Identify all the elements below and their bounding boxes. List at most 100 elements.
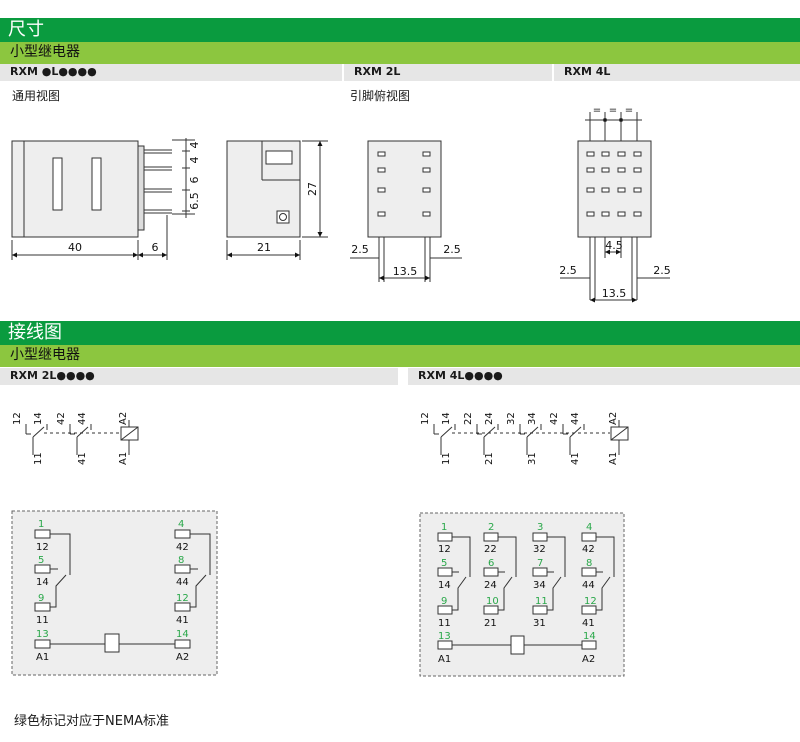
terminal-label: 42 — [56, 412, 67, 425]
terminal-label: A1 — [118, 452, 129, 465]
dim-4l-left: 2.5 — [559, 264, 577, 277]
terminal-label: 34 — [533, 580, 546, 591]
terminal-label: 1 — [441, 522, 447, 533]
dim-2l-right: 2.5 — [443, 243, 461, 256]
dim-4l-pitch: 4.5 — [605, 239, 623, 252]
dim-depth: 21 — [257, 241, 271, 254]
terminal-label: 11 — [36, 615, 49, 626]
terminal-label: 22 — [484, 544, 497, 555]
terminal-label: 14 — [438, 580, 451, 591]
socket-4l: 1 12 5 14 9 11 2 22 6 24 10 21 3 32 7 34… — [419, 512, 625, 677]
dim-pitch-6-5: 6.5 — [188, 192, 201, 210]
terminal-label: 4 — [178, 519, 184, 530]
terminal-label: 14 — [176, 629, 189, 640]
dim-4l-right: 2.5 — [653, 264, 671, 277]
terminal-label: 6 — [488, 558, 494, 569]
pin-view-2l — [350, 140, 462, 282]
terminal-label: 3 — [537, 522, 543, 533]
dim-4l-span: 13.5 — [602, 287, 627, 300]
terminal-label: 12 — [12, 412, 23, 425]
terminal-label: 32 — [533, 544, 546, 555]
terminal-label: 10 — [486, 596, 499, 607]
terminal-label: 14 — [36, 577, 49, 588]
dim-pitch-4a: 4 — [188, 157, 201, 164]
terminal-label: 11 — [438, 618, 451, 629]
terminal-label: A1 — [438, 654, 451, 665]
terminal-label: 11 — [441, 452, 452, 465]
dim-2l-span: 13.5 — [393, 265, 418, 278]
terminal-label: 11 — [535, 596, 548, 607]
terminal-label: 31 — [533, 618, 546, 629]
terminal-label: A2 — [176, 652, 189, 663]
dim-pitch-6: 6 — [188, 177, 201, 184]
terminal-label: 7 — [537, 558, 543, 569]
col-header-rxm-l: RXM ●L●●●● — [0, 64, 342, 81]
terminal-label: 12 — [420, 412, 431, 425]
terminal-label: 42 — [549, 412, 560, 425]
terminal-label: 41 — [176, 615, 189, 626]
footnote: 绿色标记对应于NEMA标准 — [14, 714, 170, 729]
terminal-label: A2 — [582, 654, 595, 665]
relay-side-view — [226, 140, 328, 260]
eq-mark-3: = — [625, 105, 633, 116]
terminal-label: 44 — [176, 577, 189, 588]
terminal-label: 12 — [176, 593, 189, 604]
terminal-label: A2 — [608, 412, 619, 425]
terminal-label: 21 — [484, 618, 497, 629]
terminal-label: 12 — [438, 544, 451, 555]
terminal-label: 44 — [77, 412, 88, 425]
schematic-2l-labels: 12 14 42 44 A2 11 41 A1 — [12, 412, 129, 465]
schematic-2l — [25, 420, 139, 455]
terminal-label: 41 — [570, 452, 581, 465]
socket-2l: 1 12 5 14 9 11 4 42 8 44 12 41 13 A1 14 … — [11, 510, 218, 676]
section-title-wiring: 接线图 — [0, 321, 800, 345]
terminal-label: 44 — [582, 580, 595, 591]
terminal-label: 14 — [583, 631, 596, 642]
terminal-label: 31 — [527, 452, 538, 465]
view-label-general: 通用视图 — [12, 89, 61, 103]
col-header-rxm-4l: RXM 4L — [554, 64, 800, 81]
terminal-label: 9 — [441, 596, 447, 607]
terminal-label: 24 — [484, 412, 495, 425]
eq-mark-1: = — [593, 105, 601, 116]
terminal-label: 13 — [36, 629, 49, 640]
dim-pin-length: 6 — [152, 241, 159, 254]
terminal-label: 2 — [488, 522, 494, 533]
terminal-label: 4 — [586, 522, 592, 533]
terminal-label: 32 — [506, 412, 517, 425]
terminal-label: 1 — [38, 519, 44, 530]
terminal-label: 12 — [36, 542, 49, 553]
terminal-label: 9 — [38, 593, 44, 604]
terminal-label: A2 — [118, 412, 129, 425]
terminal-label: 13 — [438, 631, 451, 642]
pin-view-4l — [560, 112, 670, 303]
dim-width: 40 — [68, 241, 82, 254]
terminal-label: 12 — [584, 596, 597, 607]
view-label-pin-top: 引脚俯视图 — [350, 89, 411, 103]
col-header-rxm-4l-wiring: RXM 4L●●●● — [408, 368, 800, 385]
section-title-dimensions: 尺寸 — [0, 18, 800, 42]
terminal-label: A1 — [608, 452, 619, 465]
relay-front-view — [11, 138, 195, 260]
terminal-label: 11 — [33, 452, 44, 465]
col-header-rxm-2l: RXM 2L — [344, 64, 552, 81]
section-subtitle-dimensions: 小型继电器 — [0, 42, 800, 64]
terminal-label: 5 — [441, 558, 447, 569]
terminal-label: 8 — [586, 558, 592, 569]
terminal-label: 8 — [178, 555, 184, 566]
col-header-rxm-2l-wiring: RXM 2L●●●● — [0, 368, 398, 385]
schematic-4l-labels: 12 14 22 24 32 34 42 44 A2 11 21 31 41 A… — [420, 412, 619, 465]
dim-height: 27 — [306, 182, 319, 196]
terminal-label: 41 — [582, 618, 595, 629]
eq-mark-2: = — [609, 105, 617, 116]
terminal-label: A1 — [36, 652, 49, 663]
terminal-label: 42 — [582, 544, 595, 555]
terminal-label: 14 — [441, 412, 452, 425]
terminal-label: 42 — [176, 542, 189, 553]
terminal-label: 14 — [33, 412, 44, 425]
section-subtitle-wiring: 小型继电器 — [0, 345, 800, 367]
dim-2l-left: 2.5 — [351, 243, 369, 256]
terminal-label: 21 — [484, 452, 495, 465]
terminal-label: 44 — [570, 412, 581, 425]
